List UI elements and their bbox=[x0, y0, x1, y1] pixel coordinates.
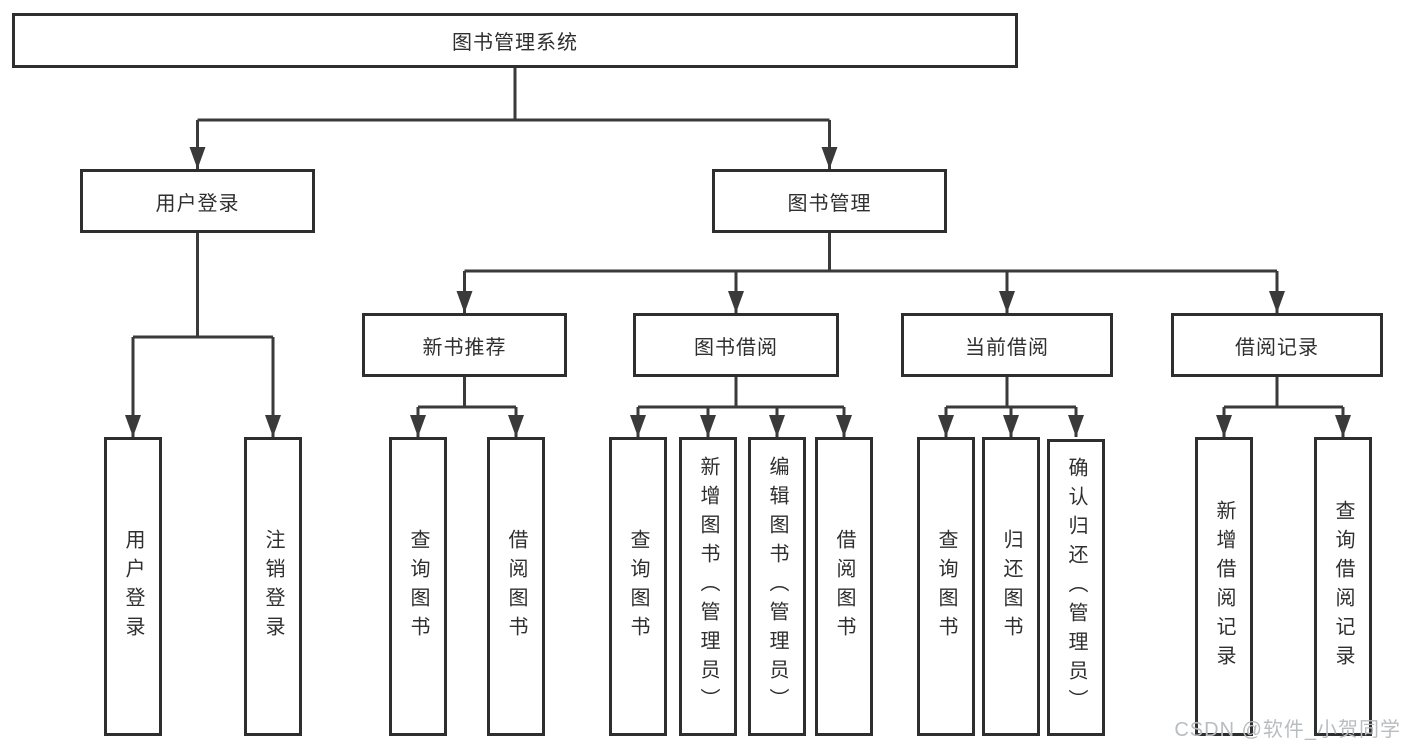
leaf-label: 新增借阅记录 bbox=[1213, 499, 1235, 674]
node-label: 当前借阅 bbox=[965, 336, 1049, 359]
leaf-confirm-return-admin: 确认归还（管理员） bbox=[1047, 439, 1105, 736]
leaf-edit-books-admin: 编辑图书（管理员） bbox=[748, 437, 806, 736]
leaf-borrow-books: 借阅图书 bbox=[815, 437, 873, 736]
leaf-query-books-recommend: 查询图书 bbox=[389, 437, 447, 736]
leaf-label: 借阅图书 bbox=[833, 528, 855, 645]
leaf-label: 查询图书 bbox=[935, 528, 957, 645]
leaf-return-books: 归还图书 bbox=[982, 437, 1040, 736]
leaf-logout: 注销登录 bbox=[244, 437, 302, 736]
leaf-label: 新增图书（管理员） bbox=[697, 456, 719, 717]
leaf-query-books-borrow: 查询图书 bbox=[609, 437, 667, 736]
leaf-label: 查询借阅记录 bbox=[1332, 499, 1354, 674]
node-library-management-system: 图书管理系统 bbox=[12, 13, 1018, 68]
node-current-borrow: 当前借阅 bbox=[901, 313, 1113, 377]
leaf-add-borrow-record: 新增借阅记录 bbox=[1195, 437, 1253, 736]
leaf-borrow-books-recommend: 借阅图书 bbox=[487, 437, 545, 736]
csdn-watermark: CSDN @软件_小贺同学 bbox=[1174, 719, 1401, 741]
node-label: 用户登录 bbox=[155, 192, 240, 215]
leaf-label: 归还图书 bbox=[1000, 528, 1022, 645]
node-label: 借阅记录 bbox=[1235, 336, 1319, 359]
leaf-label: 注销登录 bbox=[262, 528, 284, 645]
node-book-borrow: 图书借阅 bbox=[633, 313, 839, 377]
leaf-label: 查询图书 bbox=[407, 528, 429, 645]
leaf-label: 用户登录 bbox=[122, 528, 144, 645]
leaf-user-login: 用户登录 bbox=[104, 437, 162, 736]
node-label: 图书借阅 bbox=[694, 336, 778, 359]
leaf-query-books-current: 查询图书 bbox=[917, 437, 975, 736]
leaf-label: 确认归还（管理员） bbox=[1065, 457, 1087, 718]
node-borrow-records: 借阅记录 bbox=[1171, 313, 1383, 377]
node-new-book-recommend: 新书推荐 bbox=[362, 313, 567, 377]
leaf-add-books-admin: 新增图书（管理员） bbox=[679, 437, 737, 736]
leaf-label: 借阅图书 bbox=[505, 528, 527, 645]
node-label: 图书管理 bbox=[787, 192, 872, 215]
node-label: 图书管理系统 bbox=[452, 32, 578, 54]
node-book-management: 图书管理 bbox=[712, 169, 947, 233]
leaf-query-borrow-record: 查询借阅记录 bbox=[1314, 437, 1372, 736]
leaf-label: 查询图书 bbox=[627, 528, 649, 645]
node-label: 新书推荐 bbox=[422, 336, 507, 359]
node-user-login: 用户登录 bbox=[80, 169, 315, 233]
leaf-label: 编辑图书（管理员） bbox=[766, 456, 788, 717]
